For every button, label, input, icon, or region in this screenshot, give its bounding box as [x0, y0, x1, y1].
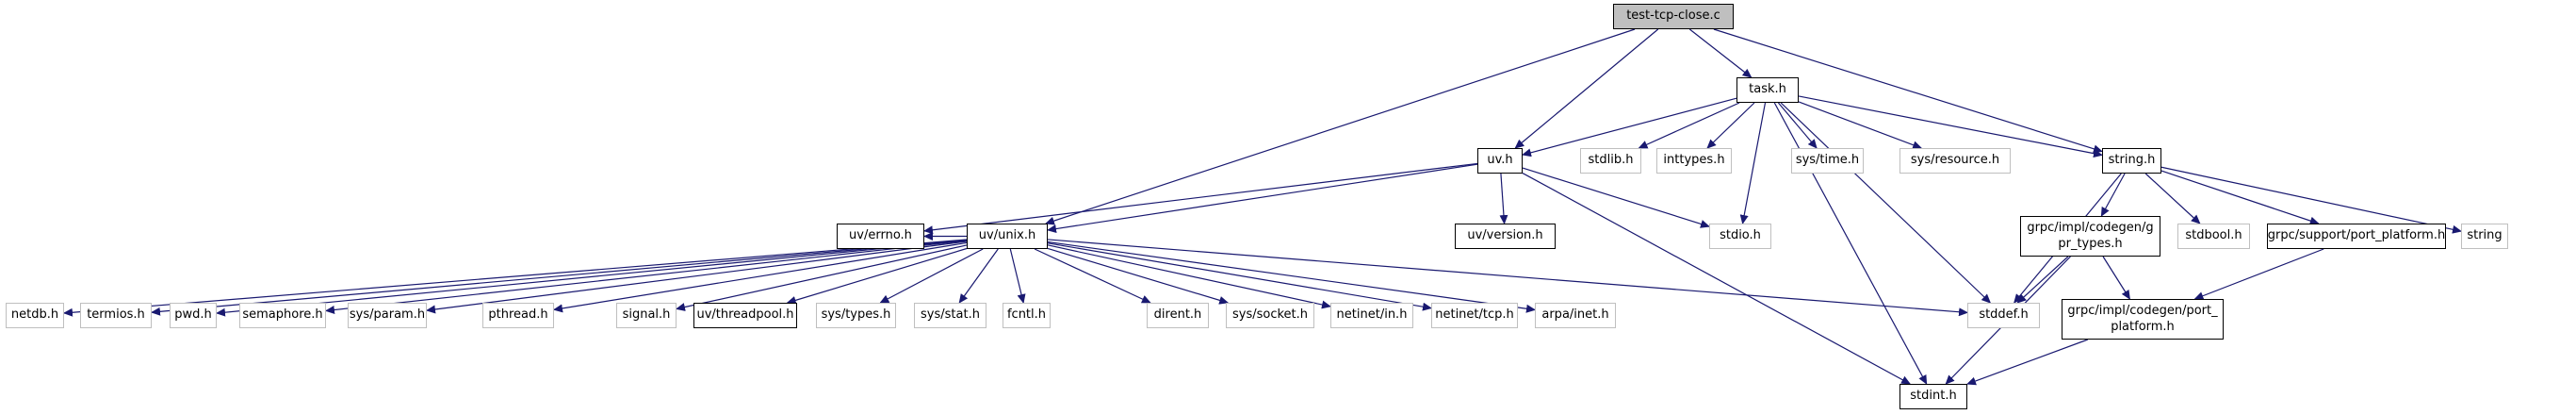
node-grpc-impl-codegen-port-platform-h[interactable]: grpc/impl/codegen/port_platform.h: [2062, 299, 2224, 340]
node-stddef-h: stddef.h: [1967, 303, 2040, 328]
node-stdbool-h: stdbool.h: [2177, 224, 2250, 249]
node-semaphore-h: semaphore.h: [239, 303, 326, 328]
node-sys-types-h: sys/types.h: [816, 303, 896, 328]
node-string-h[interactable]: string.h: [2102, 148, 2161, 174]
node-sys-stat-h: sys/stat.h: [914, 303, 986, 328]
node-string: string: [2461, 224, 2508, 249]
node-uv-h[interactable]: uv.h: [1477, 148, 1523, 174]
node-sys-time-h: sys/time.h: [1791, 148, 1864, 174]
node-termios-h: termios.h: [80, 303, 152, 328]
node-uv-unix-h[interactable]: uv/unix.h: [967, 224, 1048, 249]
node-netinet-tcp-h: netinet/tcp.h: [1431, 303, 1518, 328]
node-sys-param-h: sys/param.h: [348, 303, 427, 328]
node-stdio-h: stdio.h: [1709, 224, 1771, 249]
node-grpc-support-port-platform-h[interactable]: grpc/support/port_platform.h: [2267, 224, 2446, 249]
node-test-tcp-close-c: test-tcp-close.c: [1613, 4, 1734, 29]
node-uv-version-h[interactable]: uv/version.h: [1455, 224, 1556, 249]
node-signal-h: signal.h: [616, 303, 677, 328]
node-netdb-h: netdb.h: [6, 303, 64, 328]
node-stdlib-h: stdlib.h: [1580, 148, 1641, 174]
node-task-h[interactable]: task.h: [1736, 77, 1799, 103]
node-grpc-impl-codegen-gpr-types-h[interactable]: grpc/impl/codegen/gpr_types.h: [2020, 216, 2160, 257]
node-netinet-in-h: netinet/in.h: [1330, 303, 1413, 328]
node-stdint-h[interactable]: stdint.h: [1899, 384, 1967, 409]
node-arpa-inet-h: arpa/inet.h: [1535, 303, 1616, 328]
node-pthread-h: pthread.h: [482, 303, 554, 328]
node-pwd-h: pwd.h: [170, 303, 217, 328]
node-dirent-h: dirent.h: [1147, 303, 1209, 328]
node-inttypes-h: inttypes.h: [1656, 148, 1732, 174]
node-uv-threadpool-h[interactable]: uv/threadpool.h: [693, 303, 797, 328]
node-fcntl-h: fcntl.h: [1003, 303, 1051, 328]
node-sys-socket-h: sys/socket.h: [1226, 303, 1314, 328]
node-uv-errno-h[interactable]: uv/errno.h: [837, 224, 924, 249]
node-sys-resource-h: sys/resource.h: [1899, 148, 2011, 174]
